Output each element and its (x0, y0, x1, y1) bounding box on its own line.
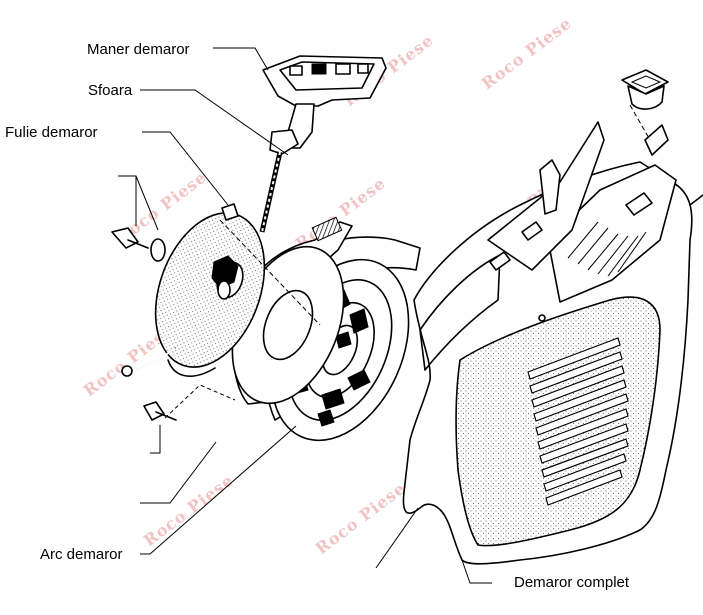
label-handle: Maner demaror (87, 41, 190, 58)
upper-grille (567, 221, 647, 277)
screw-lower (143, 401, 177, 421)
starter-handle (262, 55, 387, 155)
housing-vents (527, 337, 629, 506)
bushing (621, 69, 669, 110)
label-cord: Sfoara (88, 82, 133, 99)
leader-lines (118, 47, 651, 584)
label-pulley: Fulie demaror (5, 124, 98, 141)
pulley (121, 203, 266, 377)
starter-cord-pattern (261, 151, 281, 233)
screw-upper (111, 227, 166, 262)
starter-housing (402, 69, 703, 565)
label-complete-starter: Demaror complet (514, 574, 630, 591)
label-spring: Arc demaror (40, 546, 123, 563)
